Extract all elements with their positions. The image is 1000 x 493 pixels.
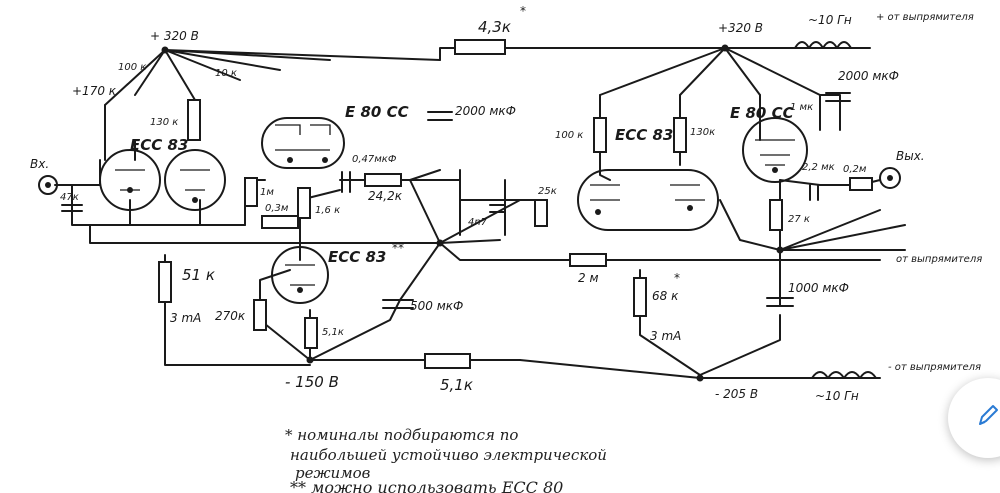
label-c-500: 500 мкФ [410, 299, 463, 313]
label-r-2m: 2 м [578, 271, 599, 285]
label-r-100k-a: 100 к [118, 62, 146, 73]
footnote-line-3: режимов [295, 464, 371, 482]
pencil-icon [979, 405, 998, 425]
label-r-270k: 270к [215, 309, 246, 323]
label-r-24-2k: 24,2к [368, 189, 403, 203]
label-tube-e80cc-right: E 80 CC [730, 104, 794, 122]
label-i-3ma-left: 3 mA [170, 311, 201, 325]
label-v-b170: +170 к [72, 84, 117, 98]
label-c-4n7: 4n7 [468, 217, 488, 228]
capacitors [61, 92, 851, 309]
label-r-43k: 4,3к [478, 18, 511, 36]
label-r-43k-star: * [520, 4, 526, 18]
label-note-middle-right: от выпрямителя [896, 254, 982, 265]
tube-ecc83-bottom [271, 246, 329, 304]
label-r-100k-b: 100 к [555, 130, 583, 141]
label-i-3ma-right: 3 mA [650, 329, 681, 343]
label-c-2000-left: 2000 мкФ [455, 104, 516, 118]
label-input: Вх. [30, 157, 49, 171]
label-l-10gn-bottom: ~10 Гн [815, 389, 859, 403]
label-r-1-6k: 1,6 к [315, 205, 340, 216]
label-c-47: 47к [60, 192, 79, 203]
label-tube-ecc83-bottom-star: ** [392, 241, 404, 255]
label-r-5-1k-big: 5,1к [440, 376, 473, 394]
label-note-top-right: + от выпрямителя [876, 12, 974, 23]
label-r-68k-star: * [674, 271, 680, 285]
footnote-line-2: наибольшей устойчиво электрической [290, 446, 607, 464]
label-r-68k: 68 к [652, 289, 679, 303]
labels: + 320 B +170 к +320 В - 150 В - 205 В 4,… [30, 4, 982, 493]
label-r-0-3m: 0,3м [265, 203, 289, 214]
label-r-5-1k-small: 5,1к [322, 327, 344, 338]
label-r-1m: 1м [260, 187, 274, 198]
footnote-line-1: * номиналы подбираются по [285, 426, 518, 444]
label-note-bottom-right: - от выпрямителя [888, 362, 981, 373]
jacks [38, 167, 901, 195]
label-r-130k-b: 130к [690, 127, 715, 138]
tube-e80cc-right [742, 117, 808, 183]
label-r-27k: 27 к [788, 214, 810, 225]
resistors [158, 39, 873, 369]
label-v-n205: - 205 В [715, 387, 758, 401]
label-tube-ecc83-right: ECC 83 [615, 126, 673, 144]
label-r-51k: 51 к [182, 266, 215, 284]
tube-ecc83-right [577, 169, 719, 231]
label-r-25k: 25к [538, 186, 557, 197]
label-v-n150: - 150 В [285, 373, 339, 391]
label-c-2000-right: 2000 мкФ [838, 69, 899, 83]
footnote-line-4: ** можно использовать ECC 80 [290, 478, 563, 493]
tube-e80cc [261, 117, 345, 169]
label-tube-ecc83-left: ECC 83 [130, 136, 188, 154]
label-r-130k-a: 130 к [150, 117, 178, 128]
junctions [161, 44, 784, 382]
label-r-10k-a: 10 к [215, 68, 237, 79]
wiring [54, 47, 906, 379]
label-output: Вых. [896, 149, 925, 163]
label-tube-ecc83-bottom: ECC 83 [328, 248, 386, 266]
label-c-1000: 1000 мкФ [788, 281, 849, 295]
tube-ecc83-left [99, 149, 226, 211]
inductors [794, 41, 877, 379]
label-l-10gn-top: ~10 Гн [808, 13, 852, 27]
label-c-0-2m: 0,2м [843, 164, 867, 175]
label-tube-e80cc: E 80 CC [345, 103, 409, 121]
label-v-b320-right: +320 В [718, 21, 763, 35]
label-c-1mk: 1 мк [790, 102, 813, 113]
label-v-b320-left: + 320 B [150, 29, 199, 43]
label-c-0-47: 0,47мкФ [352, 154, 397, 165]
label-c-2-2: 2,2 мк [802, 162, 835, 173]
